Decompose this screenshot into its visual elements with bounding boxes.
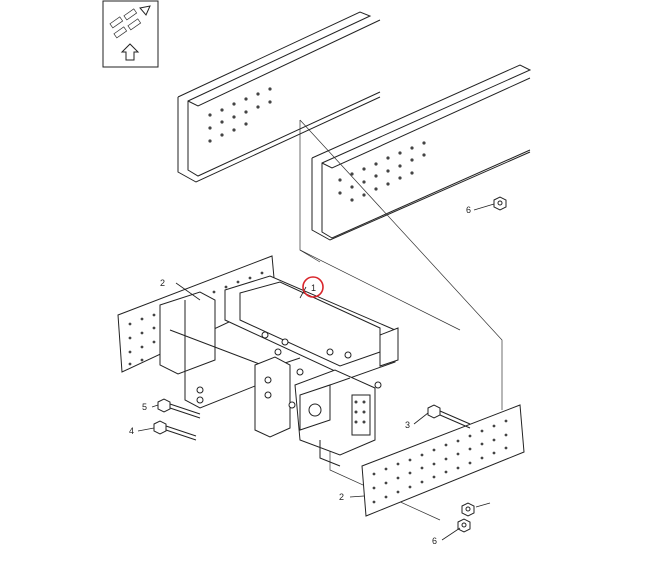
nut-lower-b xyxy=(457,518,471,533)
callout-4: 4 xyxy=(129,426,134,436)
callout-2-lower: 2 xyxy=(339,492,344,502)
upper-rail-holes xyxy=(208,87,272,143)
callout-6-upper: 6 xyxy=(466,205,471,215)
bolt-4 xyxy=(153,420,197,441)
callouts: 1 2 2 3 4 5 6 6 xyxy=(129,205,471,546)
bracket-assembly xyxy=(159,275,399,467)
nut-lower-a xyxy=(461,502,475,517)
rear-frame-rail xyxy=(311,64,532,241)
callout-6-lower: 6 xyxy=(432,536,437,546)
rear-rail-holes xyxy=(338,141,426,202)
hardware xyxy=(153,196,507,533)
callout-3: 3 xyxy=(405,420,410,430)
callout-2-upper: 2 xyxy=(160,278,165,288)
leader-lines xyxy=(137,203,495,541)
right-plate-holes xyxy=(372,419,508,504)
nut-upper xyxy=(493,196,507,211)
callout-5: 5 xyxy=(142,402,147,412)
orientation-icon-box xyxy=(102,0,159,68)
bracket-bolts xyxy=(196,331,382,409)
upper-frame-rail xyxy=(177,11,381,183)
callout-1: 1 xyxy=(311,283,316,293)
bolt-3 xyxy=(427,404,471,429)
callout-1-highlight xyxy=(302,276,324,298)
bolt-5 xyxy=(157,398,201,419)
orientation-arrow-icon xyxy=(109,5,151,61)
right-perforated-plate xyxy=(361,404,525,517)
